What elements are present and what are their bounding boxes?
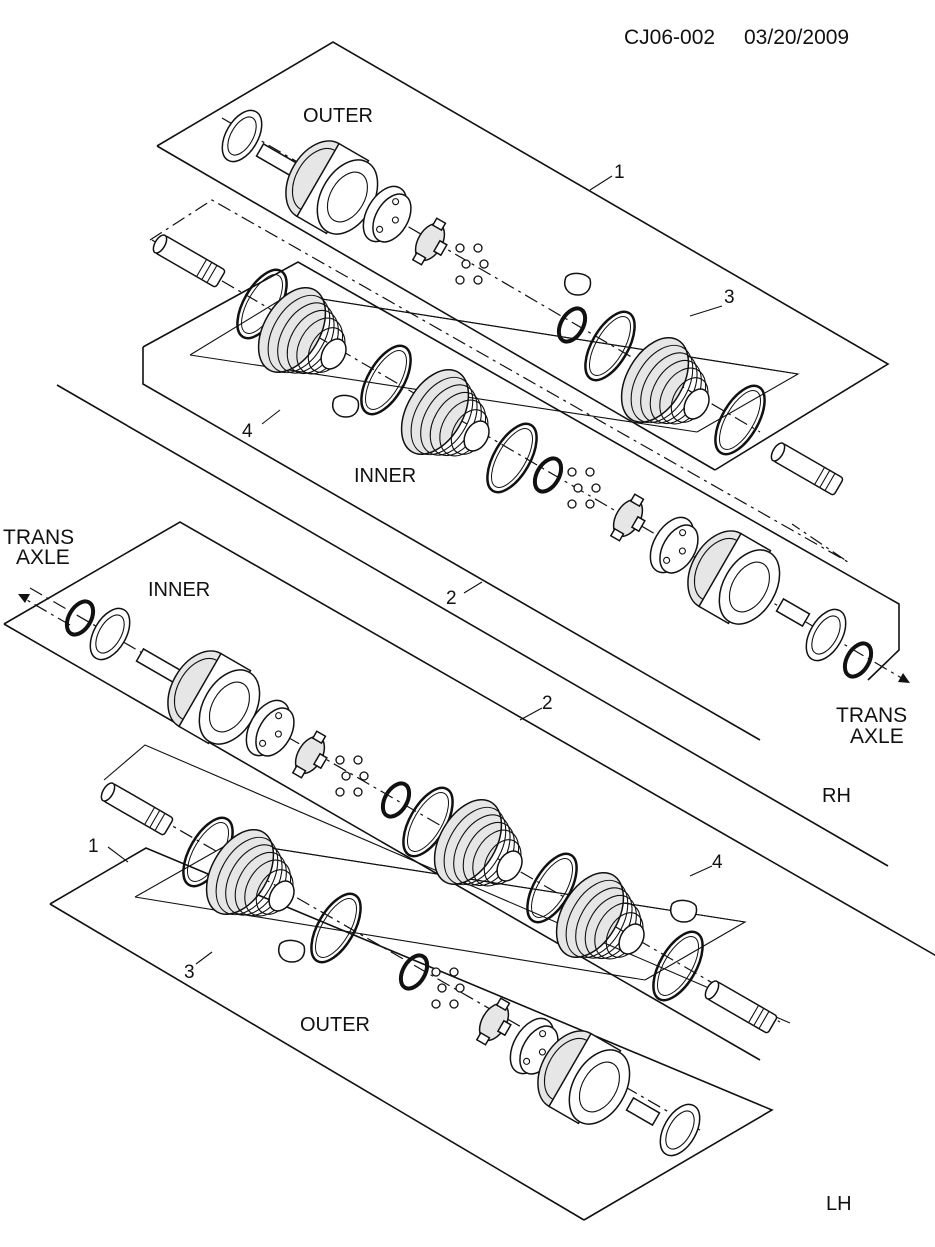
trans-axle-arrowhead-left bbox=[18, 594, 30, 603]
label-rh: RH bbox=[822, 785, 851, 807]
callout-2-lh: 2 bbox=[542, 693, 553, 714]
trans-axle-arrow-left bbox=[19, 595, 71, 626]
lh-section-frame bbox=[3, 521, 935, 1221]
rh-outer-joint-parts bbox=[213, 103, 845, 497]
callout-leaders bbox=[107, 175, 723, 965]
label-trans-right-1: TRANS bbox=[836, 704, 907, 727]
callout-1-lh: 1 bbox=[88, 836, 99, 857]
label-inner-lh: INNER bbox=[148, 579, 210, 601]
label-axle-right-2: AXLE bbox=[850, 725, 904, 748]
label-outer-rh: OUTER bbox=[303, 105, 373, 127]
trans-axle-arrowhead-right bbox=[898, 673, 910, 683]
diagram-code: CJ06-002 bbox=[624, 26, 715, 49]
label-lh: LH bbox=[826, 1193, 852, 1215]
callout-3-rh: 3 bbox=[724, 287, 735, 308]
rh-dash-link bbox=[149, 199, 849, 563]
lh-outer-joint-parts bbox=[97, 780, 709, 1163]
label-axle-left-2: AXLE bbox=[16, 546, 70, 569]
callout-4-rh: 4 bbox=[242, 421, 253, 442]
label-inner-rh: INNER bbox=[354, 465, 416, 487]
rh-inner-joint-parts bbox=[149, 232, 879, 684]
callout-3-lh: 3 bbox=[184, 962, 195, 983]
lh-inner-joint-parts bbox=[59, 594, 779, 1035]
label-outer-lh: OUTER bbox=[300, 1014, 370, 1036]
diagram-date: 03/20/2009 bbox=[744, 26, 849, 49]
callout-4-lh: 4 bbox=[712, 852, 723, 873]
callout-1-rh: 1 bbox=[614, 162, 625, 183]
label-trans-left-1: TRANS bbox=[3, 526, 74, 549]
callout-2-rh: 2 bbox=[446, 588, 457, 609]
